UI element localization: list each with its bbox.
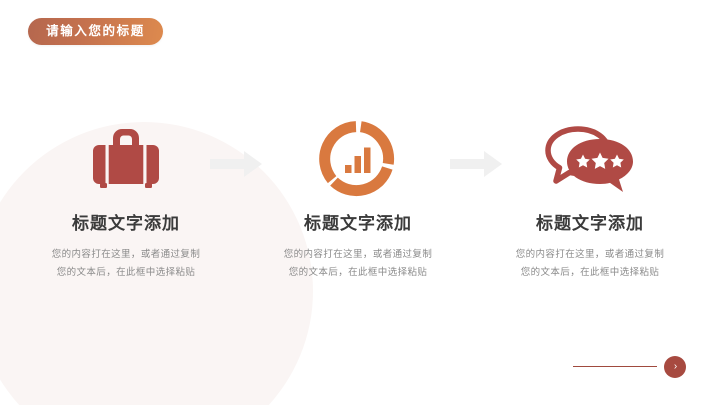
speech-bubbles-stars-icon [545, 126, 633, 192]
slide-title-text: 请输入您的标题 [46, 24, 145, 39]
chevron-right-icon: › [673, 361, 678, 372]
connector-arrow-2 [450, 151, 502, 177]
feature-title-3: 标题文字添加 [536, 214, 644, 233]
feature-column-1: 标题文字添加 您的内容打在这里，或者通过复制您的文本后，在此框中选择粘贴 [11, 118, 241, 282]
arrow-right-icon [450, 151, 502, 177]
feature-body-2: 您的内容打在这里，或者通过复制您的文本后，在此框中选择粘贴 [283, 249, 433, 278]
feature-body-1: 您的内容打在这里，或者通过复制您的文本后，在此框中选择粘贴 [51, 249, 201, 278]
feature-column-3: 标题文字添加 您的内容打在这里，或者通过复制您的文本后，在此框中选择粘贴 [475, 118, 705, 282]
connector-arrow-1 [210, 151, 262, 177]
feature-title-1: 标题文字添加 [72, 214, 180, 233]
footer-nav-line [573, 366, 657, 367]
feature-icon-wrap-2 [243, 118, 473, 200]
feature-title-2: 标题文字添加 [304, 214, 412, 233]
briefcase-icon [93, 129, 159, 188]
slide-title-badge[interactable]: 请输入您的标题 [28, 18, 163, 45]
next-slide-button[interactable]: › [664, 356, 686, 378]
donut-bar-chart-icon [319, 121, 395, 197]
feature-column-2: 标题文字添加 您的内容打在这里，或者通过复制您的文本后，在此框中选择粘贴 [243, 118, 473, 282]
feature-body-3: 您的内容打在这里，或者通过复制您的文本后，在此框中选择粘贴 [515, 249, 665, 278]
arrow-right-icon [210, 151, 262, 177]
feature-icon-wrap-3 [475, 118, 705, 200]
feature-icon-wrap-1 [11, 118, 241, 200]
